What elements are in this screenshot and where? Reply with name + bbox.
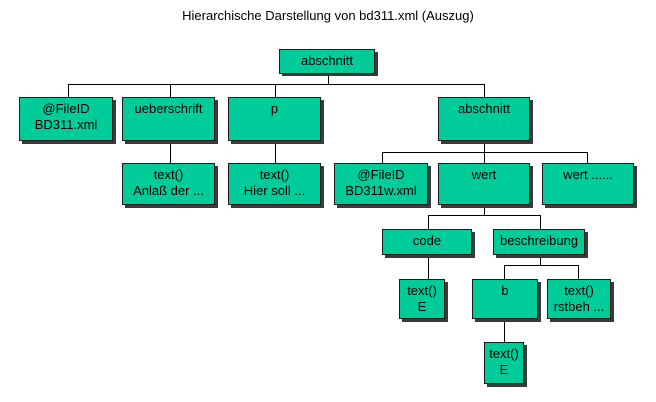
node-label: text() xyxy=(153,167,184,182)
node-label: text() xyxy=(564,283,594,298)
node-wert: wert xyxy=(438,163,530,205)
node-abschnitt-root: abschnitt xyxy=(279,49,375,74)
node-label: ueberschrift xyxy=(134,101,203,116)
node-value: rstbeh ... xyxy=(553,299,605,314)
node-label: wert ...... xyxy=(563,167,613,182)
node-p: p xyxy=(228,97,321,141)
node-ueberschrift: ueberschrift xyxy=(122,97,215,141)
node-text-e-b: text() E xyxy=(484,342,524,384)
node-value: BD311w.xml xyxy=(345,183,417,198)
node-label: @FileID xyxy=(42,101,90,116)
node-fileid-bd311w: @FileID BD311w.xml xyxy=(334,163,428,205)
node-value: Hier soll ... xyxy=(243,183,306,198)
node-value: Anlaß der ... xyxy=(133,183,204,198)
node-label: abschnitt xyxy=(300,53,354,68)
node-label: wert xyxy=(471,167,497,182)
node-text-e-code: text() E xyxy=(399,279,445,319)
node-value: E xyxy=(499,362,509,377)
diagram-title: Hierarchische Darstellung von bd311.xml … xyxy=(182,8,474,23)
node-label: abschnitt xyxy=(457,101,511,116)
node-label: p xyxy=(270,101,279,116)
node-label: text() xyxy=(489,346,519,361)
node-label: @FileID xyxy=(357,167,405,182)
node-text-anlass: text() Anlaß der ... xyxy=(122,163,215,205)
node-fileid-bd311: @FileID BD311.xml xyxy=(19,97,113,141)
node-label: b xyxy=(501,283,509,298)
node-code: code xyxy=(382,229,472,255)
node-text-rstbeh: text() rstbeh ... xyxy=(547,279,611,319)
node-label: text() xyxy=(407,283,437,298)
node-label: text() xyxy=(259,167,290,182)
node-beschreibung: beschreibung xyxy=(493,229,585,255)
node-label: beschreibung xyxy=(499,233,579,248)
node-label: code xyxy=(412,233,442,248)
node-b: b xyxy=(472,279,538,319)
node-value: E xyxy=(417,299,427,314)
node-wert-more: wert ...... xyxy=(542,163,634,205)
node-abschnitt-child: abschnitt xyxy=(438,97,530,141)
node-value: BD311.xml xyxy=(34,117,98,132)
node-text-hiersoll: text() Hier soll ... xyxy=(228,163,321,205)
